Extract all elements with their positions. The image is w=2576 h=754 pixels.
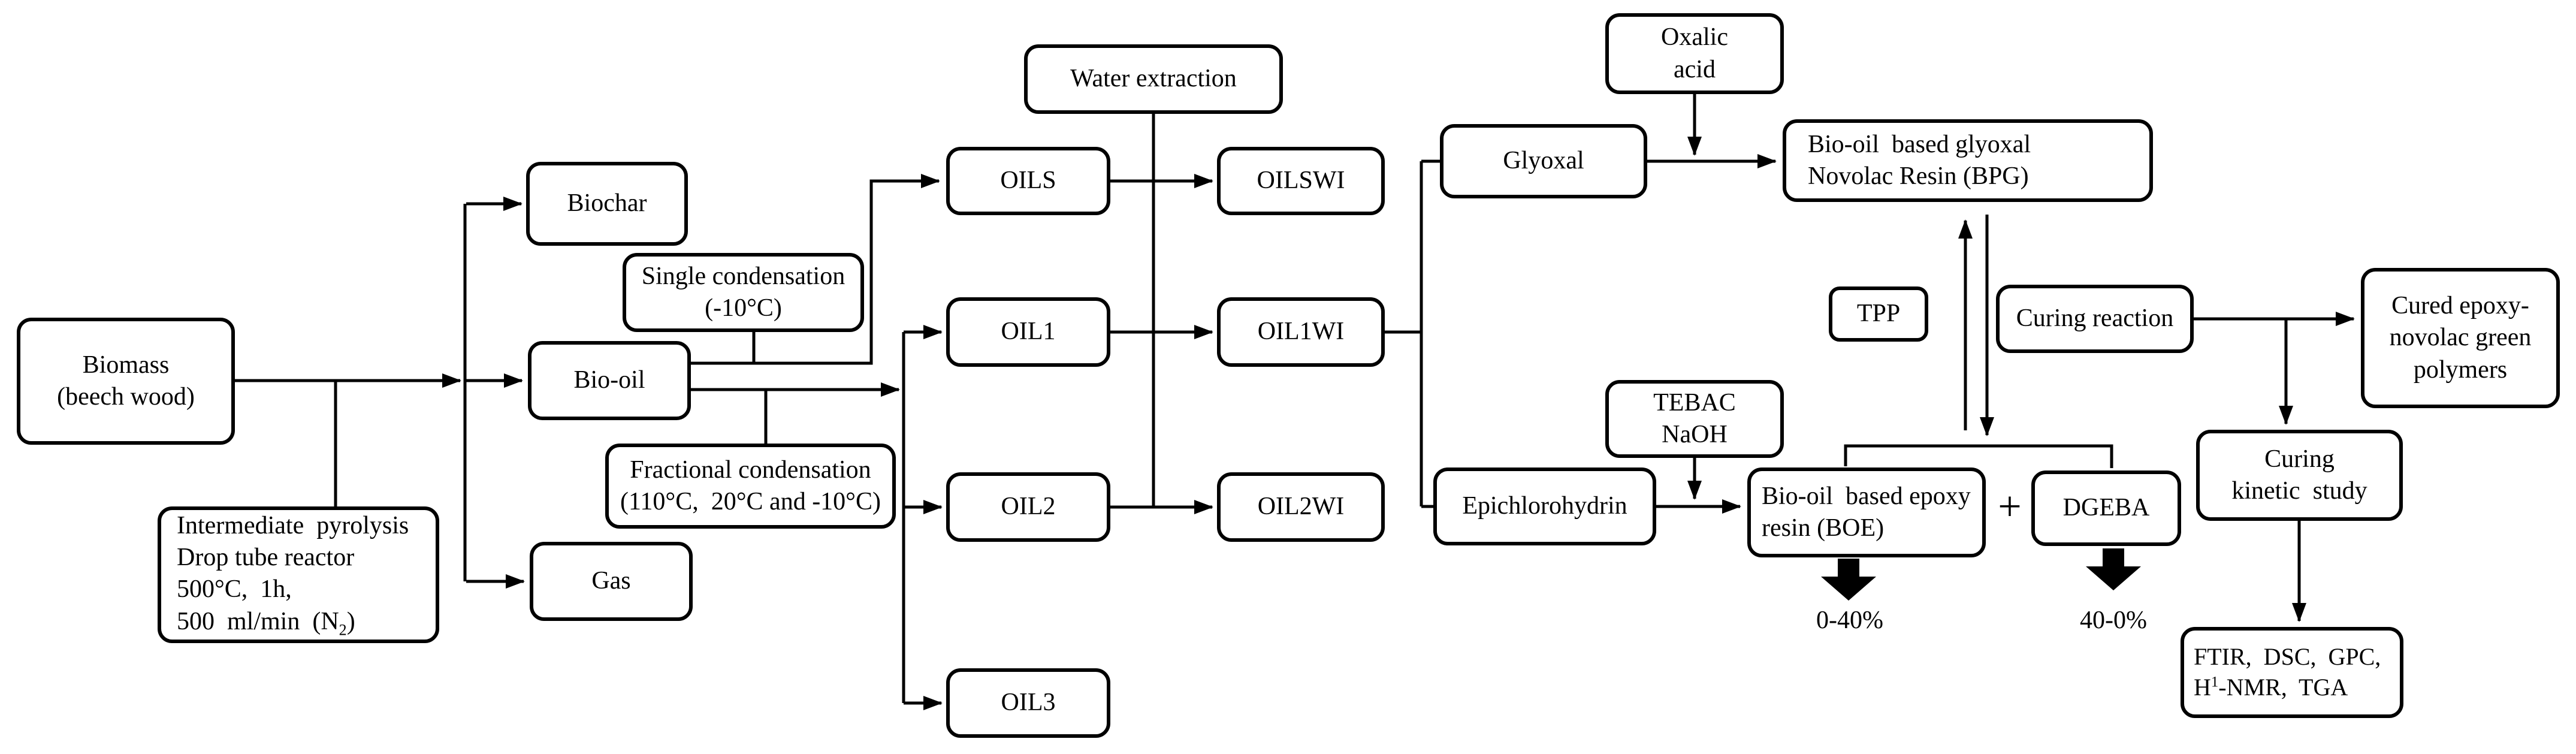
pyrolysis-label-line1: Intermediate pyrolysis	[177, 511, 409, 539]
node-oxalic-acid: Oxalic acid	[1605, 13, 1784, 94]
oxalic-acid-label-line1: Oxalic	[1661, 23, 1728, 52]
node-oil3: OIL3	[946, 668, 1110, 738]
oil2wi-label: OIL2WI	[1257, 493, 1345, 521]
pyrolysis-nitrogen-pre: 500 ml/min (N	[177, 607, 339, 635]
analysis-label-line1: FTIR, DSC, GPC,	[2194, 643, 2381, 671]
plus-sign: +	[1987, 479, 2033, 535]
fractional-condensation-label-line2: (110°C, 20°C and -10°C)	[620, 488, 881, 515]
biochar-label: Biochar	[567, 189, 647, 218]
node-pyrolysis: Intermediate pyrolysis Drop tube reactor…	[158, 506, 439, 643]
node-curing-reaction: Curing reaction	[1996, 285, 2194, 353]
glyoxal-label: Glyoxal	[1503, 147, 1584, 175]
dgeba-ratio-text: 40-0%	[2080, 607, 2147, 634]
tebac-naoh-label-line2: NaOH	[1662, 421, 1728, 448]
edge-boe-dgeba-bracket	[1844, 444, 2113, 468]
tebac-naoh-label-line1: TEBAC	[1653, 388, 1736, 417]
node-single-condensation: Single condensation (-10°C)	[623, 253, 864, 332]
node-dgeba: DGEBA	[2031, 471, 2181, 546]
bpg-label-line1: Bio-oil based glyoxal	[1808, 130, 2031, 158]
boe-label-line2: resin (BOE)	[1762, 514, 1885, 542]
node-oils: OILS	[946, 147, 1110, 215]
block-arrow-boe-ratio	[1821, 559, 1876, 601]
single-condensation-label-line2: (-10°C)	[705, 294, 782, 322]
oil1wi-label: OIL1WI	[1257, 318, 1345, 346]
curing-reaction-label: Curing reaction	[2016, 304, 2174, 333]
water-extraction-label: Water extraction	[1070, 65, 1237, 93]
node-tpp: TPP	[1829, 286, 1928, 342]
node-bio-oil: Bio-oil	[528, 341, 691, 420]
analysis-hnmr-post: -NMR, TGA	[2218, 674, 2348, 701]
node-boe: Bio-oil based epoxy resin (BOE)	[1747, 468, 1986, 557]
node-bpg: Bio-oil based glyoxal Novolac Resin (BPG…	[1783, 119, 2153, 202]
tpp-label: TPP	[1856, 300, 1901, 328]
plus-sign-text: +	[1998, 484, 2022, 530]
node-oil2: OIL2	[946, 472, 1110, 542]
node-gas: Gas	[530, 542, 693, 621]
node-curing-kinetic: Curing kinetic study	[2196, 430, 2403, 521]
oil2-label: OIL2	[1001, 493, 1056, 521]
edge-bio-oil-to-oils	[691, 174, 940, 365]
node-analysis: FTIR, DSC, GPC, H1-NMR, TGA	[2181, 627, 2403, 718]
node-epichlorohydrin: Epichlorohydrin	[1433, 468, 1656, 545]
biomass-label-line1: Biomass	[82, 351, 170, 379]
cured-polymers-label-line3: polymers	[2413, 355, 2508, 384]
pyrolysis-label-line3: 500°C, 1h,	[177, 575, 292, 604]
node-biochar: Biochar	[526, 162, 688, 246]
pyrolysis-label-line2: Drop tube reactor	[177, 544, 355, 572]
oilswi-label: OILSWI	[1257, 167, 1345, 195]
analysis-hnmr-pre: H	[2194, 674, 2211, 701]
pyrolysis-nitrogen-subscript: 2	[339, 621, 347, 639]
boe-ratio-text: 0-40%	[1816, 607, 1883, 634]
curing-kinetic-label-line2: kinetic study	[2231, 477, 2367, 505]
node-oil1: OIL1	[946, 297, 1110, 367]
pyrolysis-label-line4: 500 ml/min (N2)	[177, 606, 355, 640]
block-arrow-dgeba-ratio	[2086, 548, 2141, 590]
node-oil1wi: OIL1WI	[1217, 297, 1385, 367]
bio-oil-label: Bio-oil	[573, 366, 645, 394]
biomass-label-line2: (beech wood)	[57, 383, 195, 411]
node-biomass: Biomass (beech wood)	[17, 318, 235, 445]
node-cured-polymers: Cured epoxy- novolac green polymers	[2361, 268, 2560, 408]
analysis-label-line2: H1-NMR, TGA	[2194, 672, 2348, 703]
curing-kinetic-label-line1: Curing	[2264, 445, 2335, 473]
boe-ratio-label: 0-40%	[1802, 604, 1898, 637]
oxalic-acid-label-line2: acid	[1674, 55, 1716, 83]
node-oil2wi: OIL2WI	[1217, 472, 1385, 542]
epichlorohydrin-label: Epichlorohydrin	[1462, 492, 1627, 520]
boe-label-line1: Bio-oil based epoxy	[1762, 482, 1971, 510]
single-condensation-label-line1: Single condensation	[641, 262, 845, 290]
analysis-hnmr-superscript: 1	[2210, 674, 2219, 690]
node-oilswi: OILSWI	[1217, 147, 1385, 215]
dgeba-label: DGEBA	[2062, 494, 2150, 522]
oil3-label: OIL3	[1001, 689, 1056, 717]
oil1-label: OIL1	[1001, 318, 1056, 346]
gas-label: Gas	[591, 567, 631, 595]
fractional-condensation-label-line1: Fractional condensation	[630, 456, 871, 484]
node-fractional-condensation: Fractional condensation (110°C, 20°C and…	[605, 444, 896, 529]
dgeba-ratio-label: 40-0%	[2065, 604, 2161, 637]
oils-label: OILS	[1000, 167, 1056, 195]
cured-polymers-label-line2: novolac green	[2389, 324, 2532, 352]
node-tebac-naoh: TEBAC NaOH	[1605, 380, 1784, 458]
cured-polymers-label-line1: Cured epoxy-	[2391, 292, 2529, 319]
node-glyoxal: Glyoxal	[1440, 124, 1647, 198]
node-water-extraction: Water extraction	[1024, 44, 1283, 114]
pyrolysis-nitrogen-post: )	[346, 607, 355, 635]
bpg-label-line2: Novolac Resin (BPG)	[1808, 162, 2029, 190]
